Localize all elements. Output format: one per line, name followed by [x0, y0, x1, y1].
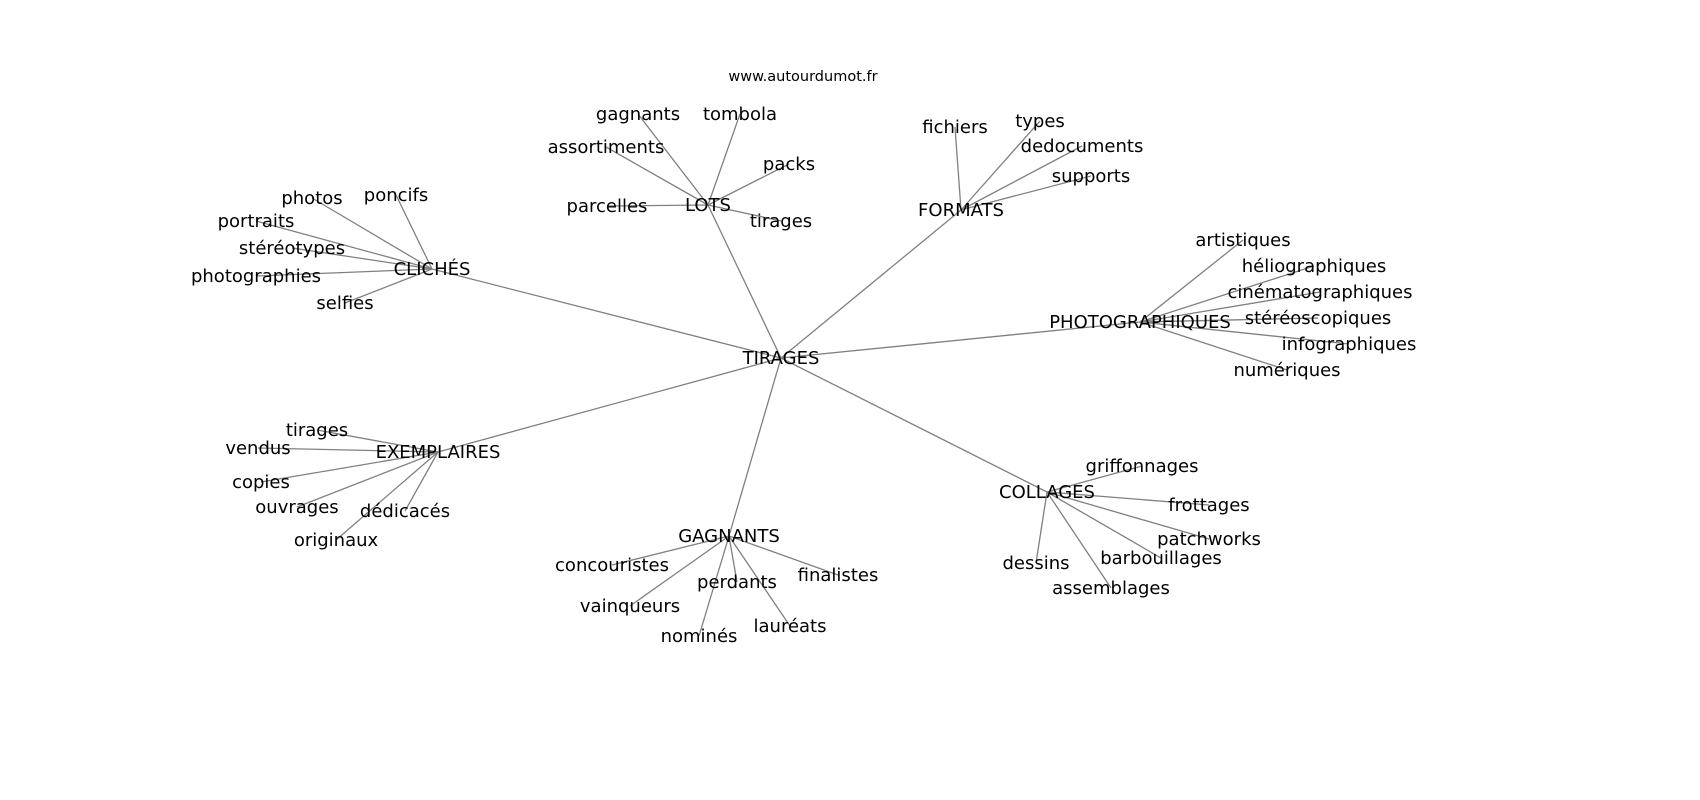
edge-group-child — [344, 268, 433, 304]
edge-group-child — [257, 447, 439, 453]
leaf-node-label: assortiments — [548, 137, 665, 158]
leaf-node-label: originaux — [294, 530, 379, 551]
leaf-node-label: packs — [763, 154, 815, 175]
edge-group-child — [954, 126, 962, 211]
edge-group-child — [1139, 317, 1319, 323]
edge-group-child — [960, 175, 1092, 211]
edge-group-child — [1139, 265, 1315, 323]
leaf-node-label: photos — [281, 188, 342, 209]
leaf-node-label: patchworks — [1157, 529, 1261, 550]
leaf-node-label: nominés — [661, 626, 738, 647]
leaf-node-label: finalistes — [798, 565, 879, 586]
edge-group-child — [316, 429, 439, 453]
edge-group-child — [1139, 321, 1288, 371]
leaf-node-label: dedocuments — [1021, 136, 1144, 157]
edge-group-child — [707, 204, 782, 222]
edge-group-child — [1046, 491, 1210, 506]
leaf-node-label: selfies — [316, 293, 373, 314]
edge-group-child — [698, 535, 730, 637]
leaf-node-label: stéréoscopiques — [1245, 308, 1392, 329]
leaf-node-label: héliographiques — [1242, 256, 1386, 277]
group-node-label: GAGNANTS — [678, 526, 780, 547]
edge-group-child — [404, 451, 439, 512]
leaf-node-label: stéréotypes — [239, 238, 345, 259]
edge-group-child — [255, 220, 433, 270]
edge-group-child — [637, 113, 709, 206]
leaf-node-label: supports — [1052, 166, 1131, 187]
leaf-node-label: tirages — [286, 420, 348, 441]
leaf-node-label: portraits — [218, 211, 295, 232]
edge-group-child — [606, 204, 709, 207]
leaf-node-label: assemblages — [1052, 578, 1170, 599]
edge-group-child — [611, 535, 730, 566]
leaf-node-label: infographiques — [1282, 334, 1417, 355]
leaf-node-label: tirages — [750, 211, 812, 232]
edge-group-child — [296, 451, 439, 508]
leaf-node-label: copies — [232, 472, 290, 493]
group-node-label: FORMATS — [918, 200, 1004, 221]
edge-group-child — [728, 535, 738, 583]
leaf-node-label: vendus — [225, 438, 290, 459]
edge-group-child — [1046, 491, 1162, 559]
edge-group-child — [728, 535, 791, 627]
edge-group-child — [260, 451, 439, 483]
edge-group-child — [311, 197, 433, 270]
edge-group-child — [1035, 491, 1048, 564]
root-node-label: TIRAGES — [742, 348, 820, 369]
site-title: www.autourdumot.fr — [728, 69, 877, 85]
edge-root-group — [431, 268, 782, 359]
edge-group-child — [1046, 491, 1210, 540]
edge-root-group — [780, 321, 1141, 359]
leaf-node-label: dessins — [1002, 553, 1069, 574]
edge-group-child — [255, 268, 433, 277]
edge-group-child — [1046, 491, 1112, 589]
leaf-node-label: tombola — [703, 104, 777, 125]
leaf-node-label: numériques — [1233, 360, 1340, 381]
edge-group-child — [960, 145, 1083, 211]
group-node-label: LOTS — [685, 195, 731, 216]
leaf-node-label: ouvrages — [255, 497, 338, 518]
edge-root-group — [707, 204, 782, 359]
leaf-node-label: photographies — [191, 266, 321, 287]
leaf-node-label: griffonnages — [1086, 456, 1199, 477]
group-node-label: EXEMPLAIRES — [376, 442, 501, 463]
leaf-node-label: parcelles — [567, 196, 648, 217]
leaf-node-label: poncifs — [364, 185, 428, 206]
edges — [255, 113, 1350, 637]
leaf-node-label: perdants — [697, 572, 777, 593]
edge-group-child — [1139, 291, 1321, 323]
leaf-node-label: types — [1015, 111, 1065, 132]
leaf-node-label: cinématographiques — [1228, 282, 1413, 303]
edge-group-child — [629, 535, 730, 607]
edge-group-child — [395, 194, 433, 270]
edge-group-child — [1139, 321, 1350, 345]
leaf-node-label: gagnants — [596, 104, 680, 125]
group-node-label: PHOTOGRAPHIQUES — [1049, 312, 1231, 333]
edge-group-child — [1139, 239, 1244, 323]
leaf-node-label: artistiques — [1195, 230, 1290, 251]
leaf-node-label: vainqueurs — [580, 596, 680, 617]
leaf-node-label: frottages — [1168, 495, 1249, 516]
leaf-node-label: concouristes — [555, 555, 669, 576]
edge-root-group — [780, 357, 1048, 493]
node-labels: TIRAGES CLICHÉS photos poncifs portraits stér… — [191, 104, 1416, 647]
edge-root-group — [728, 357, 782, 537]
edge-group-child — [707, 113, 741, 206]
edge-group-child — [960, 120, 1041, 211]
leaf-node-label: fichiers — [922, 117, 988, 138]
leaf-node-label: dédicacés — [360, 501, 450, 522]
edge-group-child — [728, 535, 839, 576]
leaf-node-label: barbouillages — [1100, 548, 1222, 569]
edge-root-group — [437, 357, 782, 453]
edge-group-child — [291, 247, 433, 270]
edge-group-child — [605, 146, 709, 206]
edge-group-child — [1046, 465, 1143, 493]
leaf-node-label: lauréats — [754, 616, 827, 637]
group-node-label: COLLAGES — [999, 482, 1095, 503]
group-node-label: CLICHÉS — [394, 258, 471, 280]
edge-root-group — [780, 209, 962, 359]
edge-group-child — [335, 451, 439, 541]
edge-group-child — [707, 163, 790, 206]
